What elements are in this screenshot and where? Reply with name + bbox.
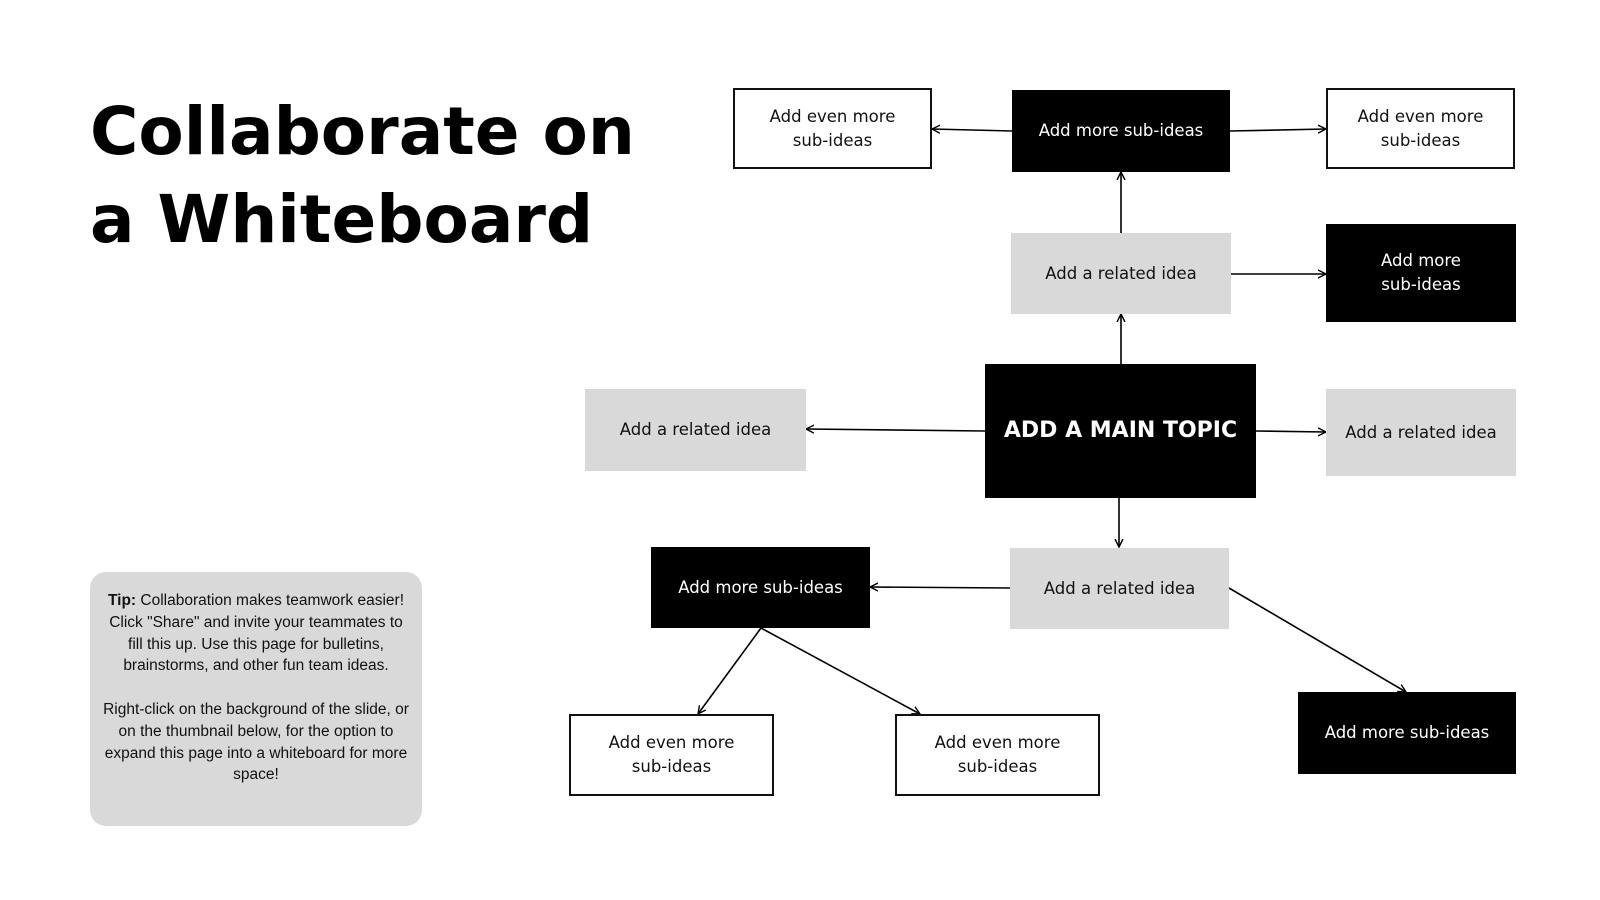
connector-main-to-related-left <box>806 429 986 431</box>
title-line-1: Collaborate on <box>90 93 635 170</box>
node-related-bottom-label: Add a related idea <box>1043 578 1196 598</box>
node-sub-right-label: Add more sub-ideas <box>1381 251 1461 294</box>
connector-related-bottom-to-sub-bottom-right <box>1228 587 1406 692</box>
node-related-left[interactable]: Add a related idea <box>585 389 806 471</box>
node-even-top-right-label: Add even more sub-ideas <box>1357 106 1484 150</box>
connector-related-bottom-to-sub-bottom-left <box>870 587 1011 588</box>
node-even-top-right[interactable]: Add even more sub-ideas <box>1326 88 1515 169</box>
node-main-topic-label: ADD A MAIN TOPIC <box>1003 418 1238 443</box>
node-sub-bottom-right-label: Add more sub-ideas <box>1324 723 1490 742</box>
connector-main-to-related-right <box>1255 431 1326 432</box>
node-even-top-left[interactable]: Add even more sub-ideas <box>733 88 932 169</box>
node-even-bottom-left[interactable]: Add even more sub-ideas <box>569 714 774 796</box>
node-sub-bottom-left[interactable]: Add more sub-ideas <box>651 547 870 628</box>
tip-box: Tip: Collaboration makes teamwork easier… <box>90 572 422 826</box>
tip-label: Tip: <box>107 592 137 609</box>
connector-sub-bottom-left-to-even-bottom-mid <box>760 627 920 714</box>
node-sub-top-label: Add more sub-ideas <box>1038 121 1204 140</box>
page-title: Collaborate on a Whiteboard <box>90 88 635 264</box>
node-main-topic[interactable]: ADD A MAIN TOPIC <box>985 364 1256 498</box>
tip-text-2: Right-click on the background of the sli… <box>103 700 409 784</box>
node-related-right[interactable]: Add a related idea <box>1326 389 1516 476</box>
node-even-bottom-left-label: Add even more sub-ideas <box>608 733 735 776</box>
node-sub-right[interactable]: Add more sub-ideas <box>1326 224 1516 322</box>
node-sub-bottom-right[interactable]: Add more sub-ideas <box>1298 692 1516 774</box>
node-related-bottom[interactable]: Add a related idea <box>1010 548 1229 629</box>
connector-sub-bottom-left-to-even-bottom-left <box>698 627 762 714</box>
node-even-bottom-mid[interactable]: Add even more sub-ideas <box>895 714 1100 796</box>
node-related-top-label: Add a related idea <box>1045 263 1197 283</box>
node-sub-top[interactable]: Add more sub-ideas <box>1012 90 1230 172</box>
node-related-left-label: Add a related idea <box>619 420 772 439</box>
node-related-right-label: Add a related idea <box>1345 422 1497 442</box>
tip-text-1: Collaboration makes teamwork easier! Cli… <box>109 592 405 675</box>
node-even-top-left-label: Add even more sub-ideas <box>769 106 896 150</box>
tip-paragraph-1: Tip: Collaboration makes teamwork easier… <box>102 590 410 677</box>
node-sub-bottom-left-label: Add more sub-ideas <box>678 577 843 597</box>
node-related-top[interactable]: Add a related idea <box>1011 233 1231 314</box>
title-line-2: a Whiteboard <box>90 181 594 258</box>
connector-sub-top-to-even-top-left <box>932 129 1013 131</box>
node-even-bottom-mid-label: Add even more sub-ideas <box>934 733 1061 776</box>
connector-sub-top-to-even-top-right <box>1229 129 1326 131</box>
